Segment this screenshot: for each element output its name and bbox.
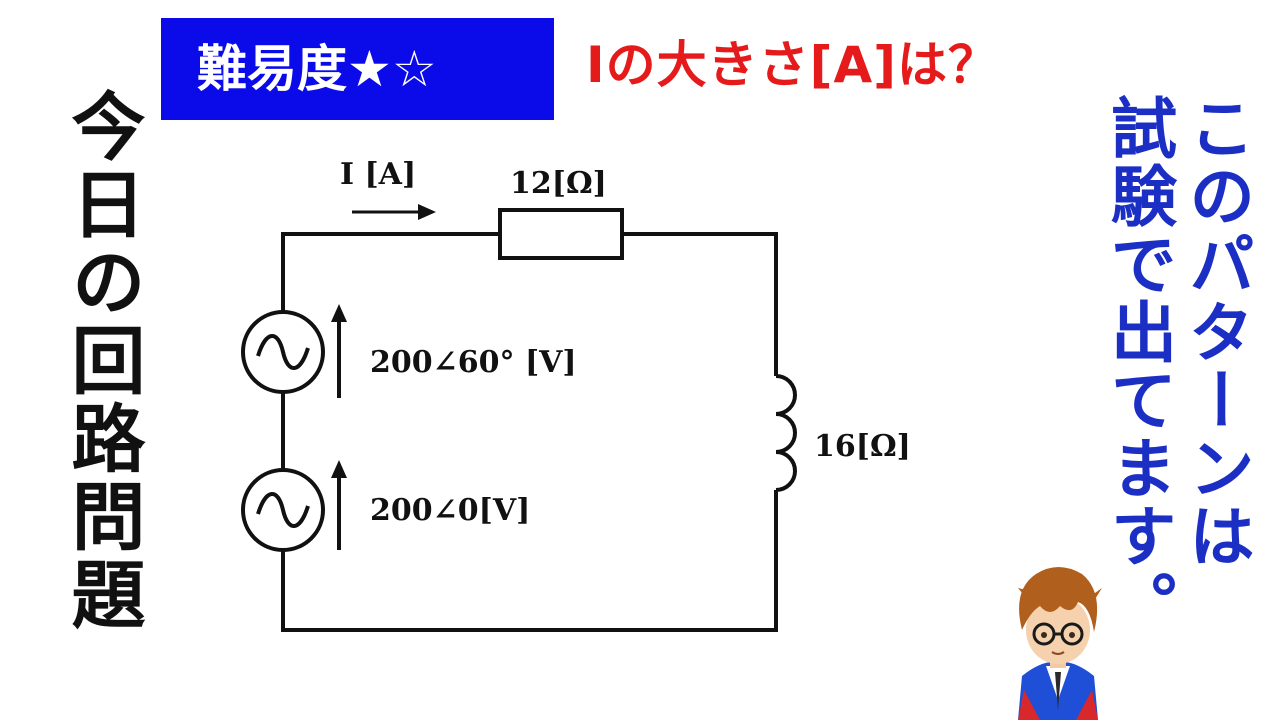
- resistor-12ohm: [498, 208, 624, 260]
- ac-source-icon: [241, 310, 325, 394]
- current-arrow: [352, 204, 436, 220]
- note-line-1: このパターンは: [1178, 94, 1255, 570]
- question-text: Iの大きさ[A]は？: [586, 36, 1000, 94]
- circuit-wires: [281, 232, 778, 632]
- current-label: I [A]: [340, 157, 416, 192]
- voltage-arrow-2: [331, 460, 347, 550]
- resistor-label: 12[Ω]: [510, 166, 607, 201]
- inductor-label: 16[Ω]: [814, 429, 911, 464]
- difficulty-badge: 難易度★☆: [161, 18, 554, 120]
- note-line-2: 試験で出てます。: [1100, 94, 1177, 638]
- voltage-arrow-1: [331, 304, 347, 398]
- mascot-character-icon: [1018, 567, 1102, 720]
- inductor-16ohm: [775, 374, 797, 492]
- source1-label: 200∠60° [V]: [370, 345, 577, 380]
- title-vertical: 今日の回路問題: [59, 88, 145, 634]
- ac-source-icon: [241, 468, 325, 552]
- source2-label: 200∠0[V]: [370, 493, 530, 528]
